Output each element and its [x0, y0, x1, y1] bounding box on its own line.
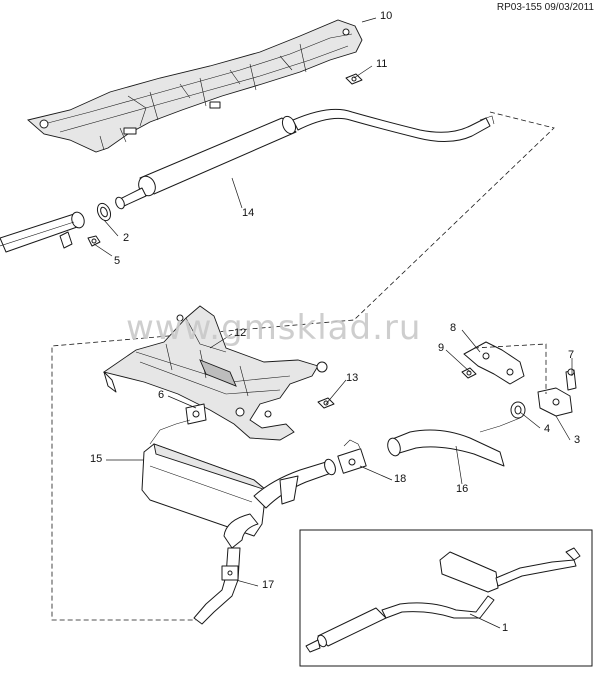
assembly-dashed-line-bracket — [473, 343, 547, 394]
callout-6: 6 — [158, 389, 165, 401]
callout-12: 12 — [234, 327, 247, 339]
part-clamp — [337, 439, 367, 474]
leader-lines — [93, 17, 573, 629]
callout-11: 11 — [376, 58, 388, 70]
callout-13: 13 — [346, 372, 359, 384]
reference-code: RP03-155 09/03/2011 — [496, 2, 594, 13]
callout-15: 15 — [90, 453, 103, 465]
part-front-pipe — [0, 211, 85, 253]
callout-4: 4 — [544, 423, 551, 435]
part-seal — [96, 202, 112, 222]
part-complete-exhaust-assembly — [305, 547, 581, 653]
callout-16: 16 — [456, 483, 469, 495]
part-heat-shield — [27, 19, 363, 153]
part-muffler — [141, 429, 336, 549]
part-insulator — [510, 401, 526, 419]
callout-17: 17 — [262, 579, 275, 591]
callout-8: 8 — [450, 322, 457, 334]
part-shield-nut — [345, 73, 363, 85]
callout-7: 7 — [568, 349, 575, 361]
part-crossmember — [102, 305, 328, 441]
callout-18: 18 — [394, 473, 407, 485]
callout-10: 10 — [380, 10, 393, 22]
part-front-pipe-lower — [193, 547, 241, 625]
inset-box — [299, 529, 593, 667]
part-hanger-front — [159, 403, 207, 431]
callout-2: 2 — [123, 232, 130, 244]
part-bracket-nut — [461, 367, 477, 379]
part-crossmember-nut — [317, 397, 335, 409]
callout-1: 1 — [502, 622, 509, 634]
part-intermediate-pipe-resonator — [115, 108, 495, 210]
part-bracket — [463, 341, 525, 385]
part-rear-hanger-bracket — [537, 387, 573, 417]
part-rear-pipe — [387, 417, 521, 467]
part-bolt — [565, 368, 577, 391]
watermark: www.gmsklad.ru — [126, 308, 422, 348]
callout-14: 14 — [242, 207, 255, 219]
callout-9: 9 — [438, 342, 445, 354]
callout-5: 5 — [114, 255, 121, 267]
callout-3: 3 — [574, 434, 581, 446]
assembly-dashed-line-upper — [51, 111, 555, 621]
part-nut — [87, 235, 101, 247]
